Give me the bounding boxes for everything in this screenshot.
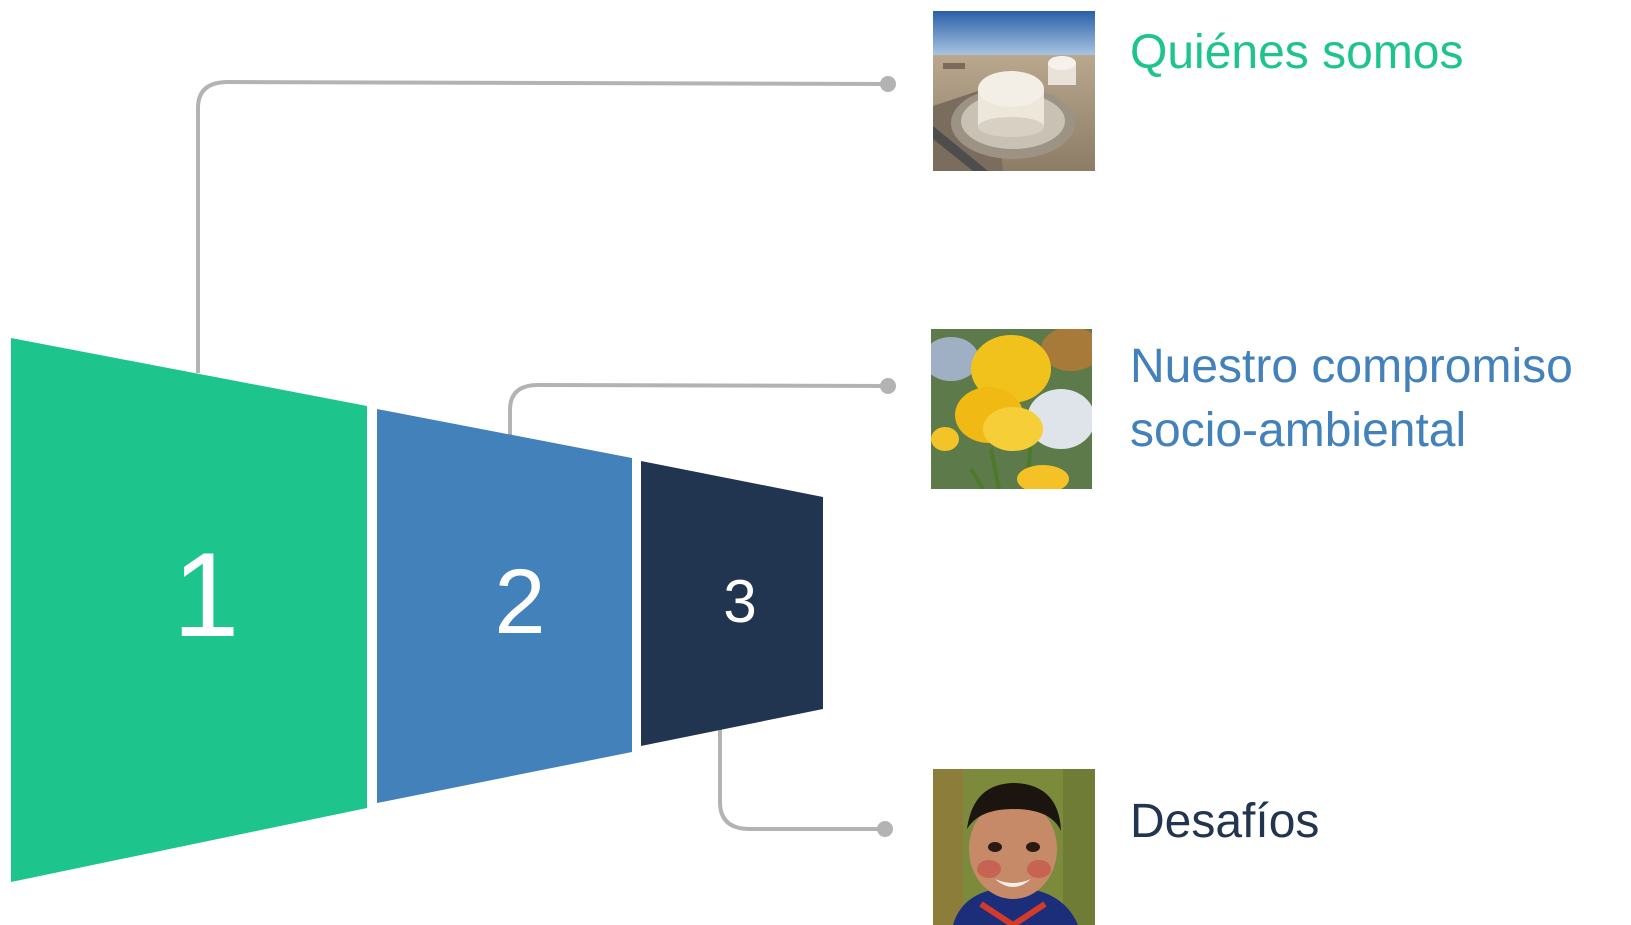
segment-3[interactable] xyxy=(641,461,823,746)
segment-1-number: 1 xyxy=(173,528,240,662)
yellow-flowers-photo xyxy=(931,329,1092,489)
connector-2 xyxy=(508,382,889,435)
lng-storage-tank-photo xyxy=(933,11,1095,171)
section-1-title[interactable]: Quiénes somos xyxy=(1130,26,1464,79)
section-2-title-line1[interactable]: Nuestro compromiso xyxy=(1130,340,1573,393)
connector-1-dot xyxy=(880,76,896,92)
segment-2-number: 2 xyxy=(494,551,545,653)
connector-2-dot xyxy=(880,378,896,394)
section-3-title[interactable]: Desafíos xyxy=(1130,795,1320,848)
connector-3 xyxy=(718,728,885,831)
section-2-title-line2[interactable]: socio-ambiental xyxy=(1130,404,1467,457)
connector-1 xyxy=(196,79,889,373)
smiling-child-photo xyxy=(933,769,1095,925)
segment-2[interactable] xyxy=(377,409,632,803)
connector-3-dot xyxy=(877,821,893,837)
segment-3-number: 3 xyxy=(723,568,756,635)
segment-1[interactable] xyxy=(11,338,367,882)
